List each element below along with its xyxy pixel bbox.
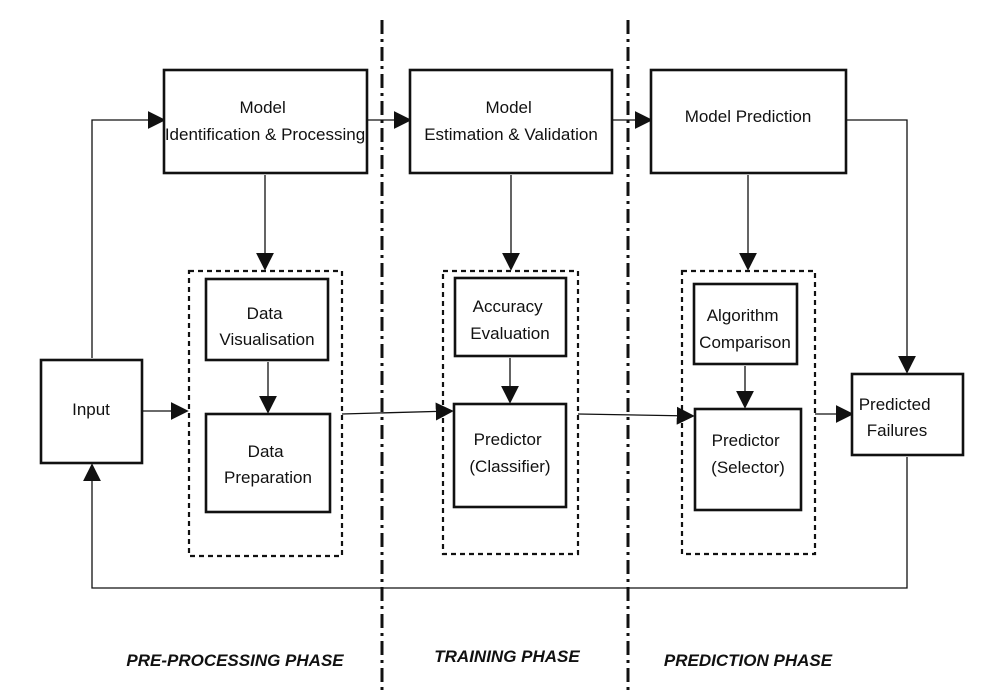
model-identification-box: Model Identification & Processing: [162, 68, 369, 175]
edge-preprocessing-group-to-predictor-classifier: [341, 402, 454, 421]
predicted-failures-line-1: Predicted: [859, 395, 931, 414]
edge-feedback-predicted-failures-to-input: [83, 457, 908, 589]
model-identification-label: Model Identification & Processing: [165, 98, 365, 144]
accuracy-evaluation-line-1: Accuracy: [473, 297, 543, 316]
data-preparation-box: Data Preparation: [204, 412, 332, 514]
accuracy-evaluation-box: Accuracy Evaluation: [453, 276, 568, 358]
phase-label-preprocessing: PRE-PROCESSING PHASE: [126, 651, 344, 670]
predictor-classifier-line-1: Predictor: [474, 430, 542, 449]
predictor-classifier-box: Predictor (Classifier): [452, 402, 568, 509]
algorithm-comparison-line-1: Algorithm: [707, 306, 779, 325]
data-visualisation-label: Data Visualisation: [219, 304, 314, 349]
predicted-failures-label: Predicted Failures: [859, 395, 936, 440]
model-prediction-box: Model Prediction: [649, 68, 848, 175]
model-prediction-line-1: Model Prediction: [685, 107, 812, 126]
algorithm-comparison-line-2: Comparison: [699, 333, 791, 352]
edges: [83, 111, 916, 589]
model-estimation-line-1: Model: [485, 98, 531, 117]
phase-label-prediction: PREDICTION PHASE: [664, 651, 833, 670]
data-visualisation-line-1: Data: [247, 304, 283, 323]
phase-label-training: TRAINING PHASE: [434, 647, 580, 666]
input-label: Input: [72, 400, 110, 419]
data-preparation-line-1: Data: [248, 442, 284, 461]
prediction-group: [680, 269, 817, 556]
predicted-failures-box: Predicted Failures: [850, 372, 965, 457]
accuracy-evaluation-label: Accuracy Evaluation: [470, 297, 549, 343]
edge-training-group-to-predictor-selector: [577, 406, 695, 425]
preprocessing-group: [187, 269, 344, 558]
predictor-classifier-line-2: (Classifier): [469, 457, 550, 476]
data-visualisation-line-2: Visualisation: [219, 330, 314, 349]
model-identification-line-2: Identification & Processing: [165, 125, 365, 144]
model-estimation-label: Model Estimation & Validation: [424, 98, 598, 144]
model-estimation-line-2: Estimation & Validation: [424, 125, 598, 144]
model-estimation-box: Model Estimation & Validation: [408, 68, 614, 175]
model-identification-line-1: Model: [239, 98, 285, 117]
predictor-selector-label: Predictor (Selector): [711, 431, 785, 477]
predictor-selector-line-1: Predictor: [712, 431, 780, 450]
algorithm-comparison-box: Algorithm Comparison: [692, 282, 799, 366]
edge-input-to-model-identification: [91, 111, 166, 358]
predictor-classifier-label: Predictor (Classifier): [469, 430, 550, 476]
edge-model-prediction-to-predicted-failures: [846, 119, 916, 374]
predicted-failures-line-2: Failures: [867, 421, 927, 440]
data-preparation-label: Data Preparation: [224, 442, 312, 487]
algorithm-comparison-label: Algorithm Comparison: [699, 306, 791, 352]
input-label-line: Input: [72, 400, 110, 419]
accuracy-evaluation-line-2: Evaluation: [470, 324, 549, 343]
data-visualisation-box: Data Visualisation: [204, 277, 330, 362]
model-prediction-label: Model Prediction: [685, 107, 812, 126]
training-group: [441, 269, 580, 556]
input-box: Input: [39, 358, 144, 465]
data-preparation-line-2: Preparation: [224, 468, 312, 487]
predictor-selector-line-2: (Selector): [711, 458, 785, 477]
predictor-selector-box: Predictor (Selector): [693, 407, 803, 512]
